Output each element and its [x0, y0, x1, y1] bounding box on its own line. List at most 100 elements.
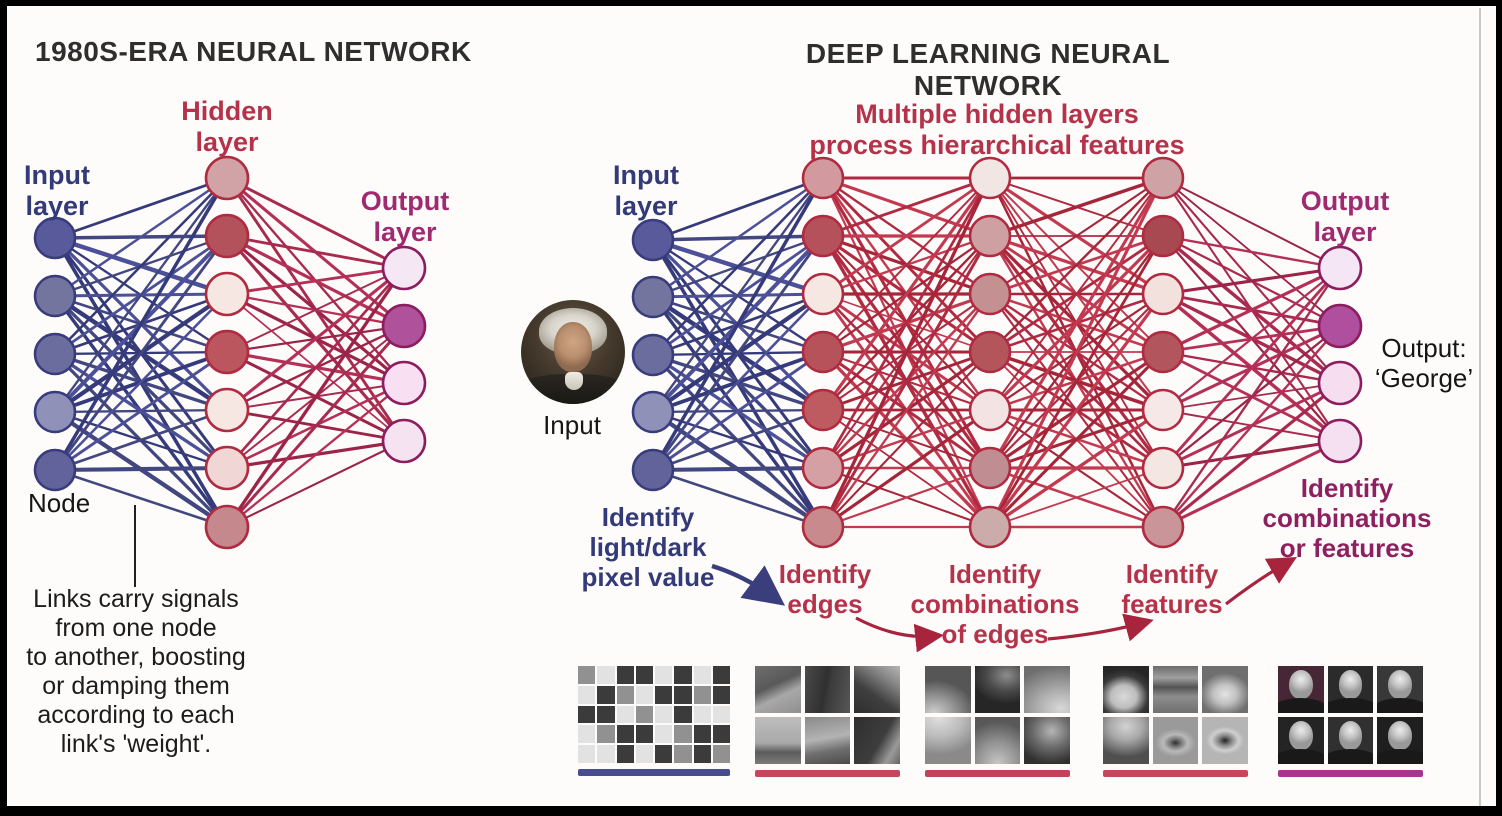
right-hidden1-node	[801, 214, 845, 258]
pixel-cell	[693, 745, 711, 763]
left-link	[225, 266, 406, 296]
right-output-layer-label: Output layer	[1300, 186, 1390, 247]
features-tile-grid	[1103, 666, 1248, 764]
pixel-cell	[674, 705, 692, 724]
left-link	[52, 465, 230, 473]
right-link	[988, 408, 1165, 529]
pixel-cell	[578, 666, 596, 684]
right-hidden2-node	[968, 330, 1012, 374]
right-link	[651, 468, 825, 529]
left-link	[225, 266, 406, 529]
pixel-cell	[578, 725, 596, 744]
strip-faces-underline	[1278, 770, 1423, 777]
pixel-cell	[616, 745, 634, 763]
left-hidden-layer-label: Hidden layer	[181, 96, 273, 157]
portrait-cravat	[565, 372, 583, 390]
right-hidden3-node	[1141, 446, 1185, 490]
output-george-label: Output: ‘George’	[1374, 333, 1474, 393]
strip-edge-combinations	[925, 666, 1070, 777]
pixel-cell	[578, 685, 596, 704]
pixel-cell	[597, 725, 615, 744]
left-link	[53, 176, 229, 356]
right-hidden1-node	[801, 330, 845, 374]
strip-pixels	[578, 666, 730, 776]
george-washington-portrait	[521, 300, 625, 404]
right-link	[1161, 266, 1342, 296]
network-links	[52, 176, 1342, 530]
right-link	[821, 176, 992, 238]
left-link	[225, 234, 406, 270]
right-link	[650, 465, 826, 473]
right-hidden2-node	[968, 272, 1012, 316]
edges-tile-edge-d	[755, 717, 801, 764]
left-link	[225, 266, 406, 412]
left-link	[225, 266, 406, 470]
step-identify-features-label: Identify features	[1121, 559, 1223, 619]
left-link	[53, 292, 229, 472]
right-link	[821, 466, 992, 529]
right-hidden1-node	[801, 388, 845, 432]
strip-edges	[755, 666, 900, 777]
right-link	[651, 408, 825, 472]
edges-tile-edge-b	[804, 666, 851, 713]
pixel-cell	[655, 745, 673, 763]
pixel-cell	[635, 725, 653, 744]
edges-tile-grid	[755, 666, 900, 764]
right-hidden2-node	[968, 156, 1012, 200]
faces-tile-face-b	[1327, 666, 1374, 713]
pixel-cell	[655, 725, 673, 744]
right-input-node	[631, 218, 675, 262]
right-hidden2-node	[968, 446, 1012, 490]
right-link	[988, 234, 1165, 529]
pixel-cell	[693, 725, 711, 744]
right-hidden1-node	[801, 272, 845, 316]
right-link	[821, 176, 992, 529]
right-link	[1161, 439, 1342, 529]
left-input-layer-label: Input layer	[24, 160, 90, 221]
portrait-input-label: Input	[543, 410, 601, 440]
pixel-cell	[616, 705, 634, 724]
arrow-combinations-to-features	[1047, 613, 1154, 642]
edges-tile-edge-e	[804, 717, 851, 764]
right-hidden3-node	[1141, 214, 1185, 258]
right-link	[821, 292, 992, 529]
left-output-node	[381, 360, 427, 406]
arrow-features-to-combofeatures	[1225, 557, 1297, 606]
right-link	[988, 176, 1165, 470]
left-input-node	[33, 332, 77, 376]
right-link	[988, 292, 1165, 529]
right-hidden3-node	[1141, 272, 1185, 316]
pixel-cell	[597, 705, 615, 724]
left-title: 1980S-ERA NEURAL NETWORK	[35, 36, 472, 67]
right-link	[988, 176, 1165, 296]
left-link	[53, 176, 229, 240]
pixel-cell	[616, 685, 634, 704]
pixel-cell	[655, 666, 673, 684]
right-link	[1161, 234, 1342, 270]
pixel-cell	[674, 666, 692, 684]
page-edge-line	[1479, 8, 1481, 806]
pixel-cell	[635, 685, 653, 704]
edge-combinations-tile-combo-e	[974, 717, 1021, 764]
strip-edge-combinations-underline	[925, 770, 1070, 777]
pixel-cell	[712, 725, 730, 744]
left-link	[53, 234, 229, 472]
left-link	[225, 324, 406, 529]
features-tile-feat-c	[1202, 666, 1248, 713]
pixel-cell	[635, 745, 653, 763]
right-link	[988, 176, 1165, 354]
step-identify-edges-label: Identify edges	[778, 559, 872, 619]
features-tile-feat-d	[1103, 717, 1149, 764]
faces-tile-face-a	[1278, 666, 1324, 713]
left-link	[225, 176, 406, 270]
pixel-cell	[693, 685, 711, 704]
faces-tile-face-d	[1278, 717, 1324, 764]
right-link	[988, 176, 1165, 238]
right-output-node	[1317, 360, 1363, 406]
right-input-layer-label: Input layer	[613, 160, 679, 221]
step-combinations-of-edges-label: Identify combinations of edges	[910, 559, 1080, 649]
pixel-cell	[635, 666, 653, 684]
right-link	[1162, 177, 1341, 269]
right-link	[651, 176, 825, 299]
